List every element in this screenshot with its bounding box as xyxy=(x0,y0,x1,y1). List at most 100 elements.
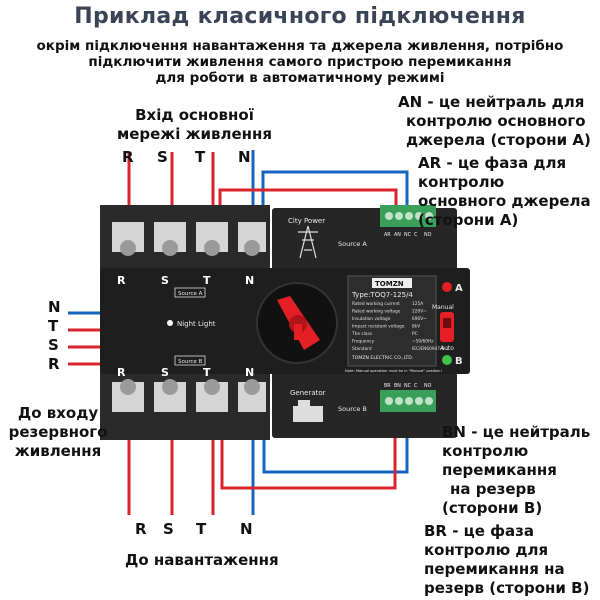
subtitle-line-3: для роботи в автоматичному режимі xyxy=(155,70,445,86)
spec-row-name: Rated working current xyxy=(352,301,400,307)
spec-plate xyxy=(347,275,437,367)
backup-input-label: До входу резервного живлення xyxy=(2,404,114,461)
bottom-screws xyxy=(112,379,266,412)
ar-note-line-2: контролю xyxy=(418,173,505,191)
ar-note-line-3: основного джерела xyxy=(418,192,591,210)
br-note: BR - це фаза контролю для перемикання на… xyxy=(424,522,600,598)
bn-note-line-4: на резерв xyxy=(450,480,536,498)
main-input-line-2: мережі живлення xyxy=(116,125,273,143)
an-note-line-1: AN - це нейтраль для xyxy=(398,93,585,111)
bottom-terminal-letter: R xyxy=(117,366,126,379)
bn-note: BN - це нейтраль контролю перемикання на… xyxy=(442,423,600,518)
brand-label: TOMZN xyxy=(375,280,404,288)
bn-note-line-2: контролю xyxy=(442,442,529,460)
main-phase-t: T xyxy=(195,148,206,166)
spec-row-name: Rated working voltage xyxy=(352,309,401,315)
generator-label: Generator xyxy=(290,389,326,397)
device-labels: City Power Source A Generator Source B S… xyxy=(177,217,463,413)
backup-line-1: До входу xyxy=(17,404,99,422)
main-input-label: Вхід основної мережі живлення xyxy=(112,106,277,144)
an-note-line-3: джерела (сторони А) xyxy=(406,131,591,149)
left-phase-t: T xyxy=(48,317,59,335)
left-phase-s: S xyxy=(48,336,59,354)
top-aux-label: AN xyxy=(394,232,401,238)
spec-row-name: Standard xyxy=(352,346,372,352)
an-note-line-2: контролю основного xyxy=(406,112,586,130)
spec-rows: Rated working current 125A Rated working v… xyxy=(351,301,449,352)
source-b-label: Source B xyxy=(338,405,367,413)
backup-line-2: резервного xyxy=(8,423,108,441)
main-input-line-1: Вхід основної xyxy=(135,106,254,124)
city-power-label: City Power xyxy=(288,217,325,225)
indicator-a-label: A xyxy=(455,283,463,294)
an-note: AN - це нейтраль для контролю основного … xyxy=(398,93,598,150)
bottom-aux-label: BN xyxy=(394,383,401,389)
source-a-label: Source A xyxy=(338,240,367,248)
spec-row-name: Insulation voltage xyxy=(352,316,391,322)
type-label: Type:TOQ7-125/4 xyxy=(351,291,413,299)
note-label: Note: Manual operation must be in "Manua… xyxy=(345,369,442,373)
backup-line-3: живлення xyxy=(14,442,102,460)
subtitle-line-2: підключити живлення самого пристрою пере… xyxy=(88,54,512,70)
main-phase-n: N xyxy=(238,148,251,166)
source-a-tag-box xyxy=(174,287,206,298)
top-terminal-letter: R xyxy=(117,274,126,287)
page-subtitle: окрім підключення навантаження та джерел… xyxy=(20,38,580,86)
left-phase-r: R xyxy=(48,355,60,373)
ar-note-line-1: AR - це фаза для xyxy=(418,154,567,172)
bn-note-line-3: перемикання xyxy=(442,461,557,479)
load-phase-n: N xyxy=(240,520,253,538)
br-note-line-3: перемикання на xyxy=(424,560,565,578)
main-phase-r: R xyxy=(122,148,134,166)
spec-row-name: Impact resistant voltage xyxy=(352,324,405,330)
brand-plate xyxy=(372,278,412,288)
pylon-icon xyxy=(298,225,318,259)
spec-row-value: ~50/60Hz xyxy=(412,339,434,345)
spec-row-value: 690V~ xyxy=(412,316,427,322)
main-phase-s: S xyxy=(157,148,168,166)
indicator-b-label: B xyxy=(455,356,463,367)
load-phase-s: S xyxy=(163,520,174,538)
top-aux-label: NC xyxy=(404,232,412,238)
bottom-terminal-letter: S xyxy=(161,366,169,379)
bottom-aux-label: BR xyxy=(384,383,391,389)
bottom-aux-label: C xyxy=(414,383,418,389)
maker-label: TOMZN ELECTRIC CO.,LTD. xyxy=(351,355,413,361)
ar-note-line-4: (сторони А) xyxy=(418,211,519,229)
ar-note: AR - це фаза для контролю основного джер… xyxy=(418,154,600,230)
load-phase-t: T xyxy=(196,520,207,538)
page-title: Приклад класичного підключення xyxy=(74,4,526,29)
top-terminal-letter: N xyxy=(245,274,254,287)
generator-icon xyxy=(293,400,323,422)
night-light-icon xyxy=(167,320,173,326)
bottom-aux-label: NO xyxy=(424,383,432,389)
subtitle-line-1: окрім підключення навантаження та джерел… xyxy=(36,38,564,54)
br-note-line-4: резерв (сторони В) xyxy=(424,579,590,597)
spec-row-value: 125A xyxy=(412,301,423,307)
spec-row-value: 220V~ xyxy=(412,309,427,315)
br-note-line-1: BR - це фаза xyxy=(424,522,535,540)
load-label: До навантаження xyxy=(125,551,279,569)
source-a-tag: Source A xyxy=(178,291,203,297)
br-note-line-2: контролю для xyxy=(424,541,549,559)
source-b-tag-box xyxy=(174,355,206,366)
spec-row-value: 8kV xyxy=(412,324,420,330)
indicator-b-led xyxy=(442,355,452,365)
bn-note-line-1: BN - це нейтраль xyxy=(442,423,591,441)
source-b-tag: Source B xyxy=(178,359,203,365)
top-terminal-letter: T xyxy=(203,274,211,287)
auto-label: Auto xyxy=(440,345,454,352)
ats-device xyxy=(100,205,470,440)
spec-row-value: PC xyxy=(412,331,418,337)
spec-row-name: Frequency xyxy=(352,339,375,345)
bottom-terminal-letter: T xyxy=(203,366,211,379)
bn-note-line-5: (сторони В) xyxy=(442,499,543,517)
night-light-label: Night Light xyxy=(177,320,216,328)
left-phase-n: N xyxy=(48,298,61,316)
